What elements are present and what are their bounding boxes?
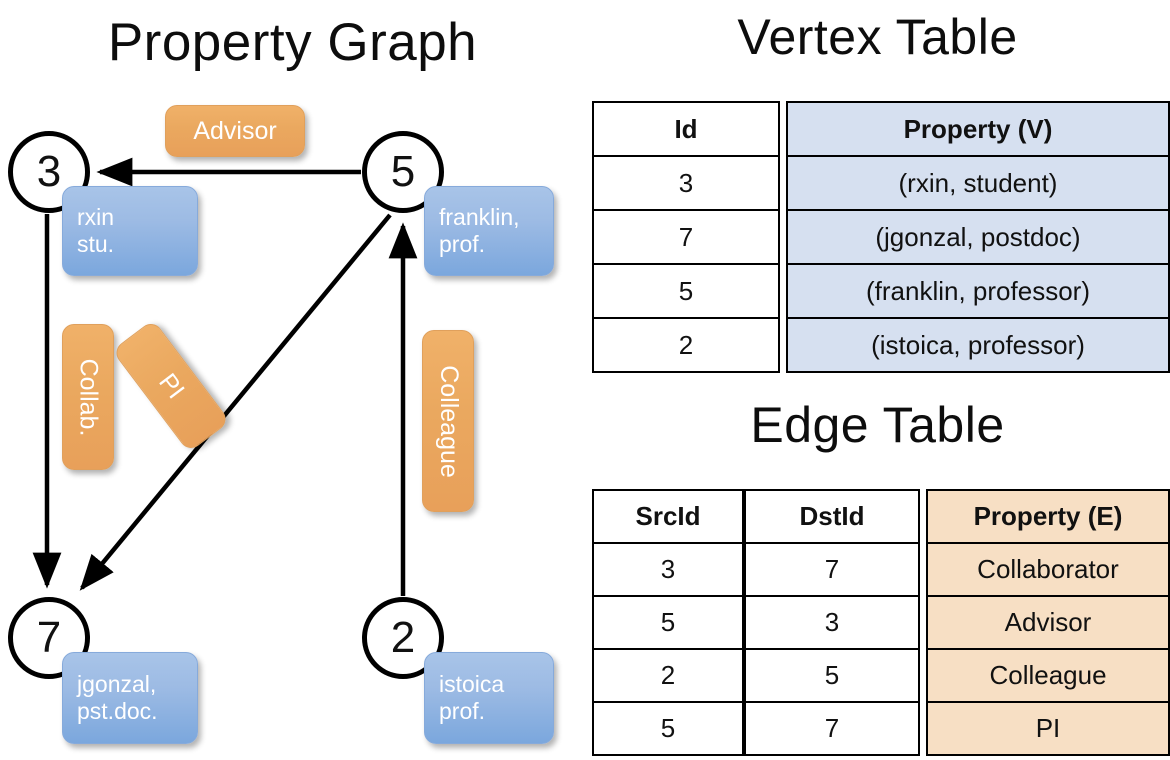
page-title-edge-table: Edge Table	[750, 397, 1005, 453]
node-property-7-line1: jgonzal,	[77, 670, 157, 697]
edge-table-cell-src-0: 3	[592, 542, 744, 597]
graph-node-3-label: 3	[36, 147, 62, 196]
edge-table-cell-property-2: Colleague	[926, 648, 1170, 703]
graph-node-2-label: 2	[390, 613, 416, 662]
edge-table-header-property: Property (E)	[926, 489, 1170, 544]
edge-label-advisor: Advisor	[165, 105, 305, 157]
edge-table: SrcId 3 5 2 5 DstId 7 3 5 7 Property (E)…	[592, 489, 1170, 756]
edge-table-cell-src-2: 2	[592, 648, 744, 703]
graph-node-7-label: 7	[36, 613, 62, 662]
edge-table-column-dstid: DstId 7 3 5 7	[744, 489, 920, 756]
node-property-2-line2: prof.	[439, 698, 486, 724]
edge-table-column-srcid: SrcId 3 5 2 5	[592, 489, 744, 756]
node-property-2-line1: istoica	[439, 670, 505, 697]
vertex-table-cell-property-3: (istoica, professor)	[786, 317, 1170, 373]
edge-table-column-property: Property (E) Collaborator Advisor Collea…	[926, 489, 1170, 756]
edge-table-cell-src-1: 5	[592, 595, 744, 650]
edge-table-cell-dst-0: 7	[744, 542, 920, 597]
edge-label-colleague: Colleague	[422, 330, 474, 512]
node-property-box-2: istoica prof.	[424, 652, 554, 744]
node-property-box-7: jgonzal, pst.doc.	[62, 652, 198, 744]
edge-label-pi-text: PI	[153, 367, 190, 404]
vertex-table-cell-property-1: (jgonzal, postdoc)	[786, 209, 1170, 265]
vertex-table: Id 3 7 5 2 Property (V) (rxin, student) …	[592, 101, 1170, 373]
vertex-table-header-id: Id	[592, 101, 780, 157]
edge-table-cell-property-3: PI	[926, 701, 1170, 756]
vertex-table-cell-id-0: 3	[592, 155, 780, 211]
node-property-3-line1: rxin	[77, 203, 115, 230]
node-property-box-5: franklin, prof.	[424, 186, 554, 276]
node-property-7-line2: pst.doc.	[77, 698, 158, 724]
edge-label-colleague-text: Colleague	[434, 364, 463, 478]
edge-table-cell-src-3: 5	[592, 701, 744, 756]
vertex-table-column-id: Id 3 7 5 2	[592, 101, 780, 373]
vertex-table-column-property: Property (V) (rxin, student) (jgonzal, p…	[786, 101, 1170, 373]
page-title-vertex-table: Vertex Table	[737, 9, 1018, 65]
graph-node-5[interactable]: 5	[362, 131, 444, 213]
edge-table-cell-property-0: Collaborator	[926, 542, 1170, 597]
edge-table-header-dstid: DstId	[744, 489, 920, 544]
node-property-box-3: rxin stu.	[62, 186, 198, 276]
vertex-table-cell-id-3: 2	[592, 317, 780, 373]
graph-node-2[interactable]: 2	[362, 597, 444, 679]
edge-table-cell-dst-1: 3	[744, 595, 920, 650]
property-graph-panel: Property Graph 3 5 7 2 rxin stu. frankli…	[8, 13, 554, 744]
vertex-table-cell-property-0: (rxin, student)	[786, 155, 1170, 211]
vertex-table-cell-id-1: 7	[592, 209, 780, 265]
vertex-table-cell-property-2: (franklin, professor)	[786, 263, 1170, 319]
edge-line-pi	[79, 213, 392, 591]
vertex-table-header-property: Property (V)	[786, 101, 1170, 157]
edge-table-header-srcid: SrcId	[592, 489, 744, 544]
edge-label-advisor-text: Advisor	[193, 116, 277, 145]
node-property-3-line2: stu.	[77, 231, 115, 257]
node-property-5-line1: franklin,	[439, 203, 520, 230]
graph-node-5-label: 5	[390, 147, 416, 196]
node-property-5-line2: prof.	[439, 231, 486, 257]
graph-edges-svg	[32, 157, 418, 596]
edge-table-cell-dst-3: 7	[744, 701, 920, 756]
vertex-table-cell-id-2: 5	[592, 263, 780, 319]
edge-table-cell-property-1: Advisor	[926, 595, 1170, 650]
page-title-property-graph: Property Graph	[107, 13, 478, 72]
edge-label-collab: Collab.	[62, 324, 114, 470]
edge-label-collab-text: Collab.	[74, 358, 103, 436]
edge-table-cell-dst-2: 5	[744, 648, 920, 703]
